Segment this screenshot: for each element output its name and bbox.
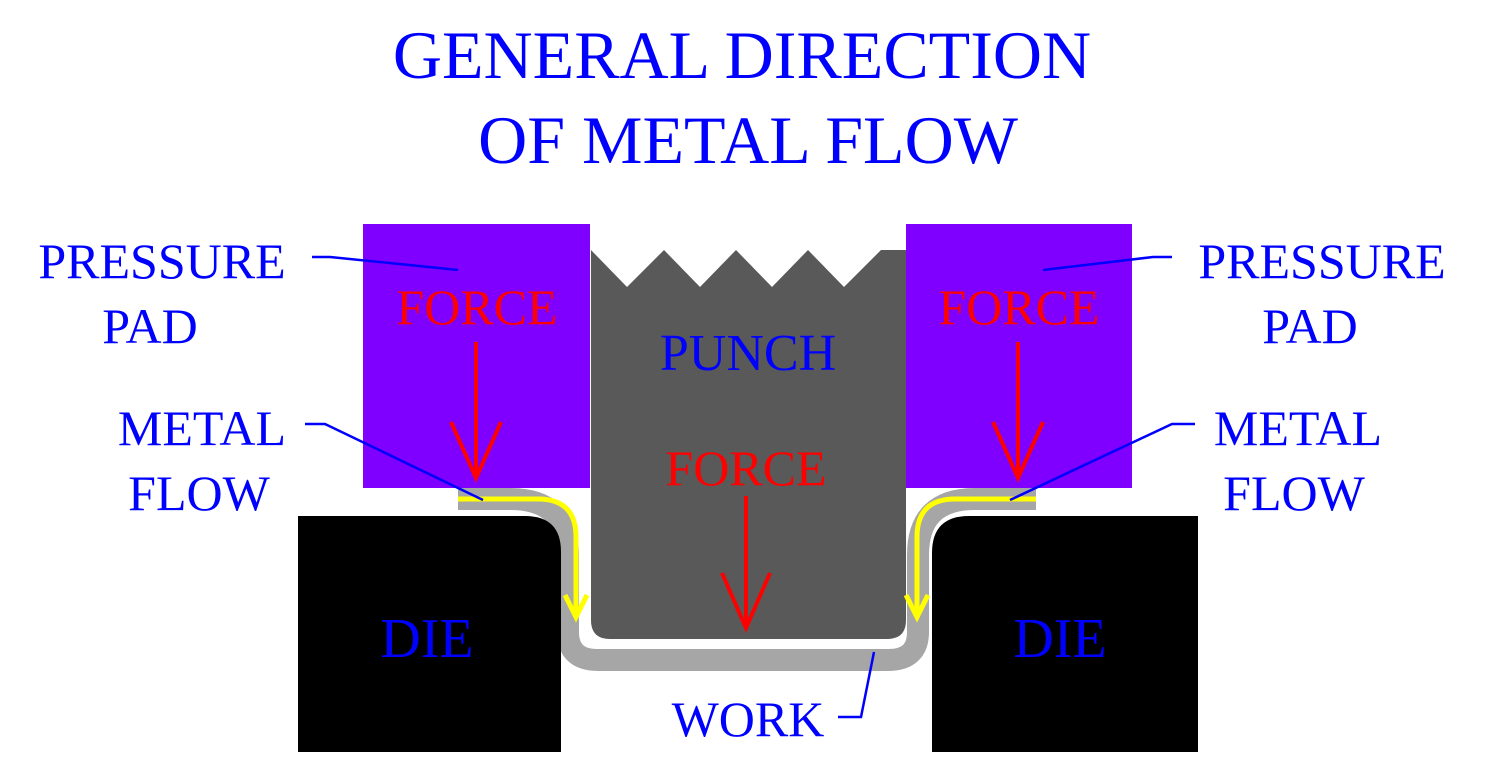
leader-pressure-pad-right	[1042, 255, 1172, 272]
work-piece	[458, 488, 1036, 671]
label-force-pad-left: FORCE	[396, 279, 557, 335]
punch	[591, 250, 906, 639]
label-pressure-pad-right-line1: PRESSURE	[1198, 233, 1445, 289]
label-work: WORK	[672, 691, 825, 747]
label-die-right: DIE	[1013, 608, 1106, 670]
title-line-1: GENERAL DIRECTION	[393, 17, 1091, 93]
metal-flow-arrowhead-left	[562, 593, 590, 623]
metal-flow-path-left	[458, 496, 579, 615]
label-pressure-pad-left-line1: PRESSURE	[38, 233, 285, 289]
metal-flow-arrowhead-right	[903, 593, 931, 623]
die-left	[298, 516, 561, 752]
label-metal-flow-right-line1: METAL	[1214, 400, 1382, 456]
label-force-punch: FORCE	[665, 440, 826, 496]
die-right	[932, 516, 1198, 752]
leader-metal-flow-left	[305, 422, 484, 502]
label-die-left: DIE	[380, 608, 473, 670]
label-metal-flow-left-line2: FLOW	[128, 465, 270, 521]
force-arrow-punch	[720, 496, 772, 634]
metal-flow-path-right	[914, 496, 1036, 615]
label-metal-flow-left-line1: METAL	[118, 400, 286, 456]
label-punch: PUNCH	[660, 325, 836, 382]
label-pressure-pad-right-line2: PAD	[1262, 298, 1357, 354]
label-force-pad-right: FORCE	[938, 279, 1099, 335]
force-arrow-left	[449, 342, 503, 483]
leader-pressure-pad-left	[312, 255, 459, 272]
leader-work	[838, 651, 876, 719]
force-arrow-right	[991, 342, 1045, 483]
leader-metal-flow-right	[1009, 422, 1195, 502]
label-pressure-pad-left-line2: PAD	[102, 298, 197, 354]
label-metal-flow-right-line2: FLOW	[1223, 465, 1365, 521]
title-line-2: OF METAL FLOW	[478, 102, 1019, 178]
